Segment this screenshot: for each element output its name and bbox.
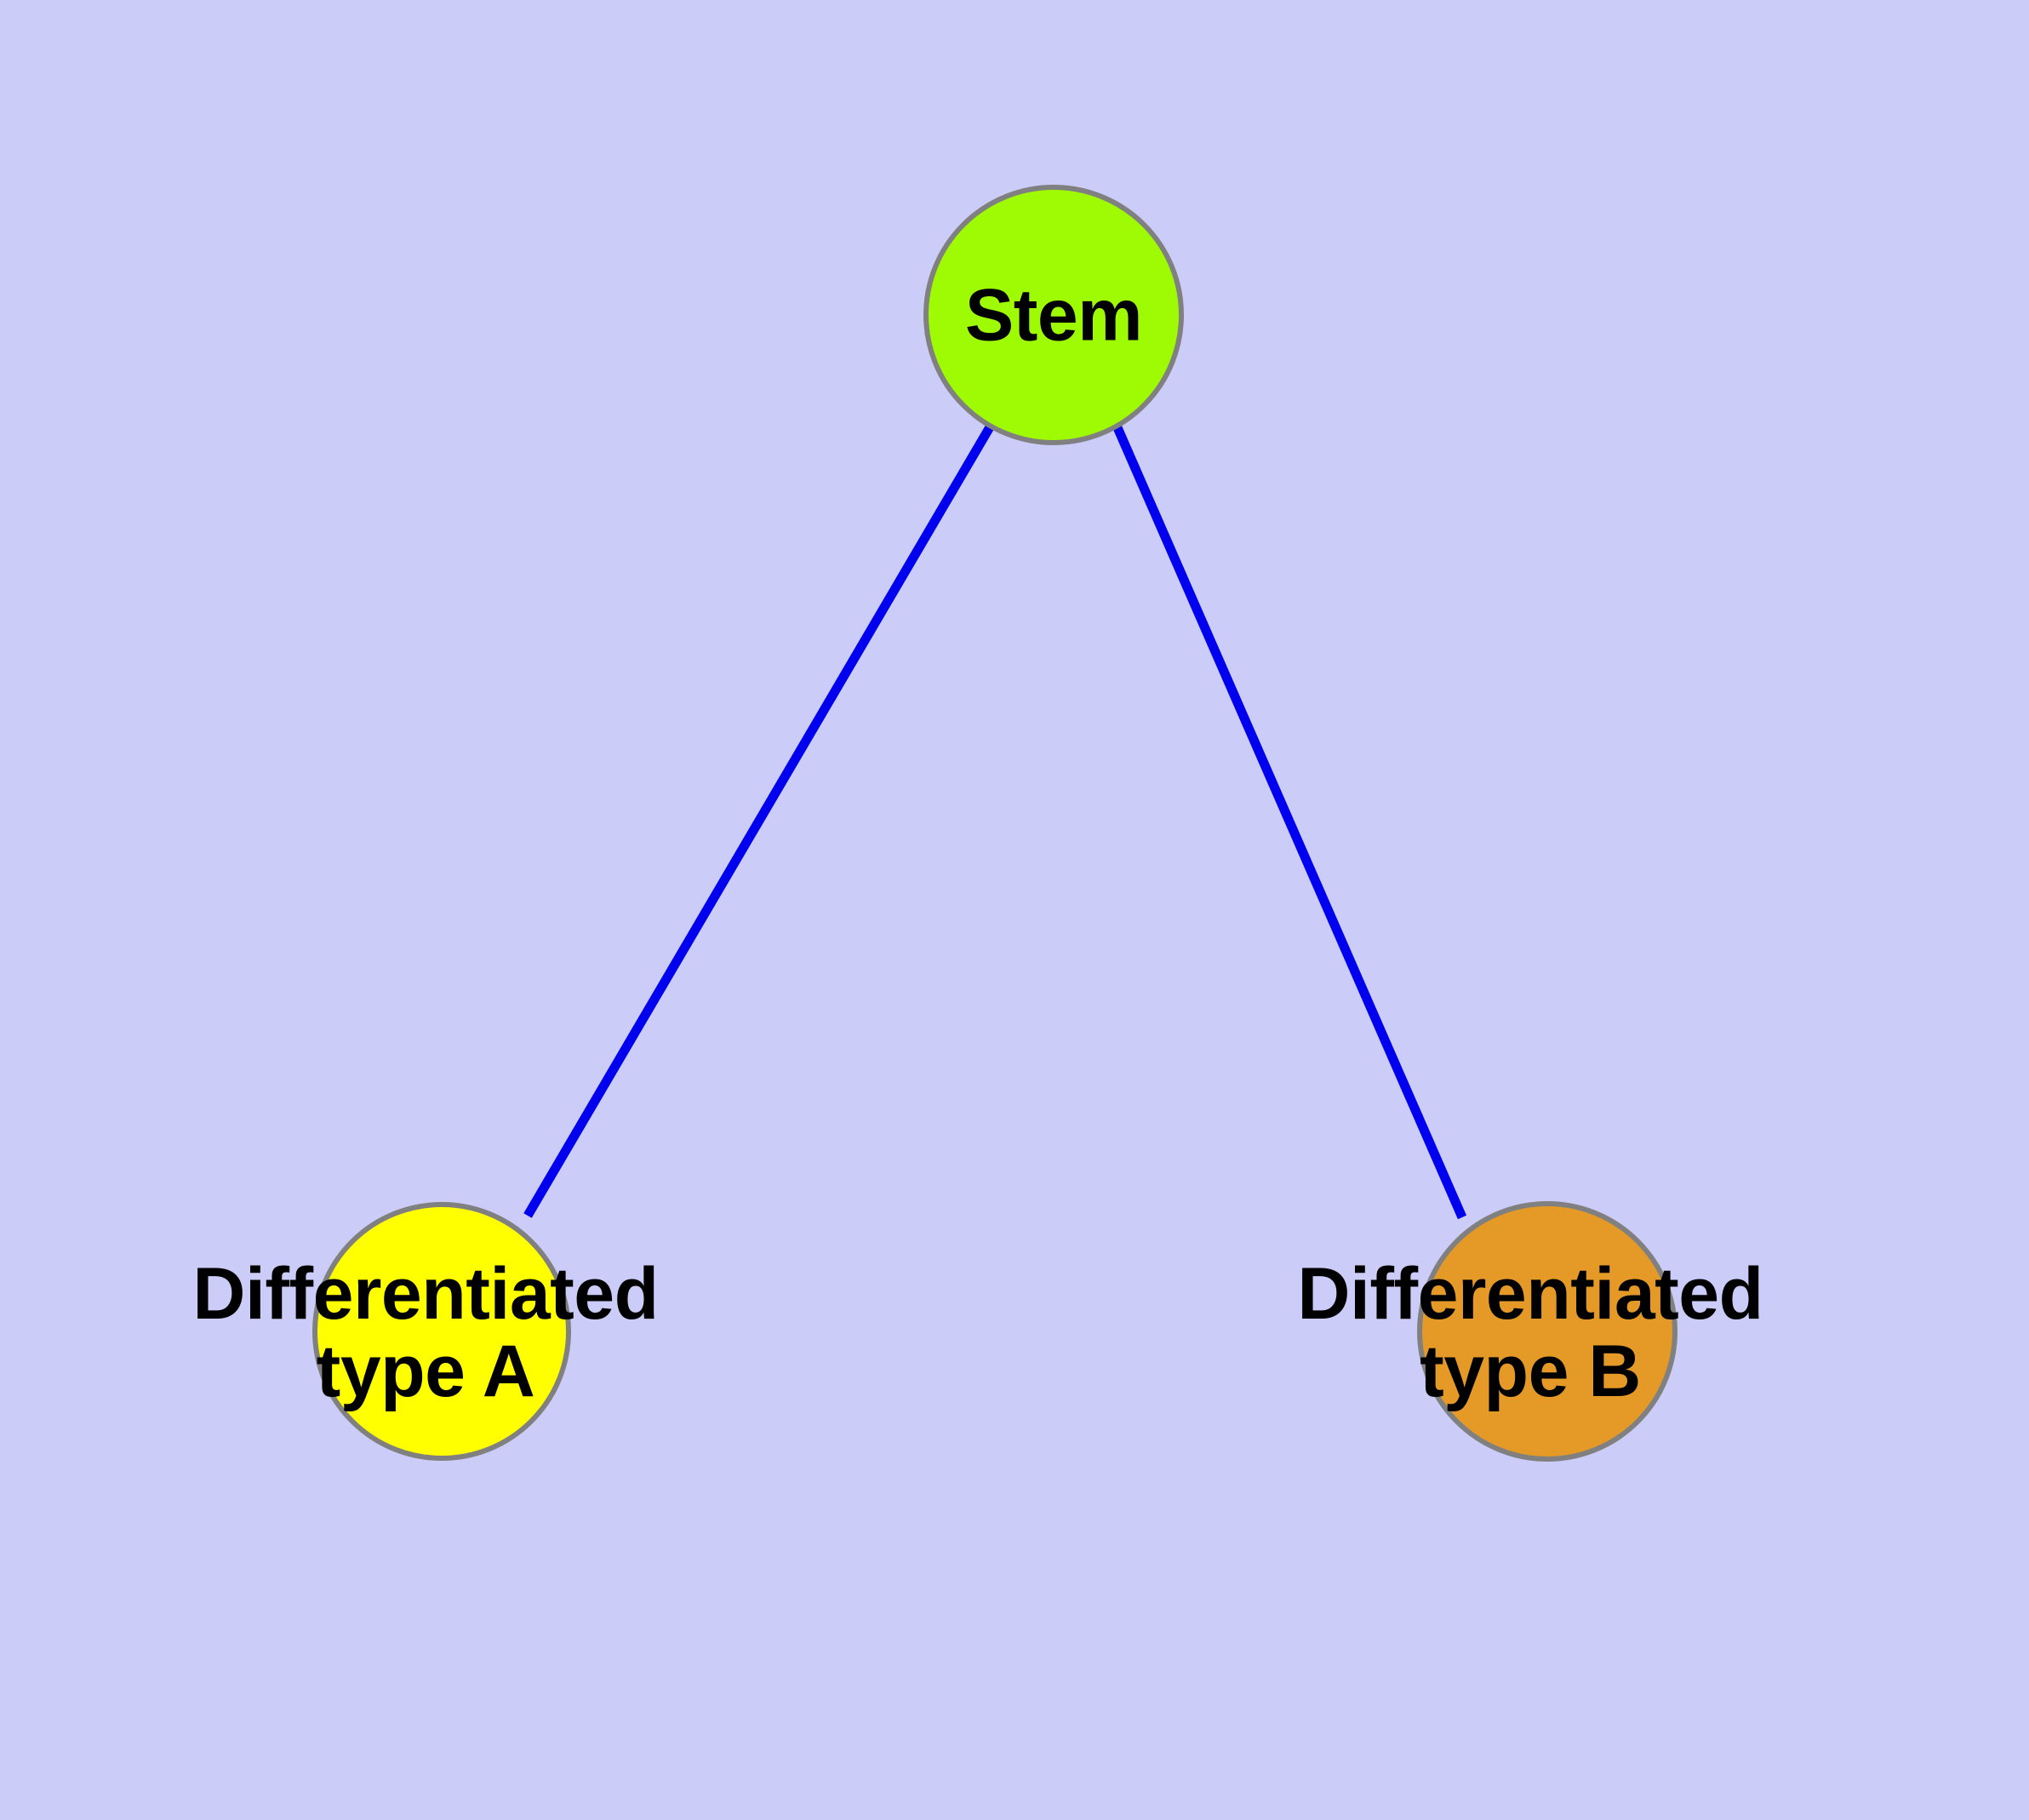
graph-edge-stem-to-diff-b[interactable] [1112,423,1467,1220]
nodes-layer [312,185,1677,1462]
graph-edge-stem-to-diff-a[interactable] [523,423,995,1218]
graph-node-stem[interactable] [923,185,1184,445]
graph-node-diff-b[interactable] [1417,1201,1677,1462]
graph-node-diff-a[interactable] [312,1202,571,1461]
edges-layer [523,423,1467,1220]
